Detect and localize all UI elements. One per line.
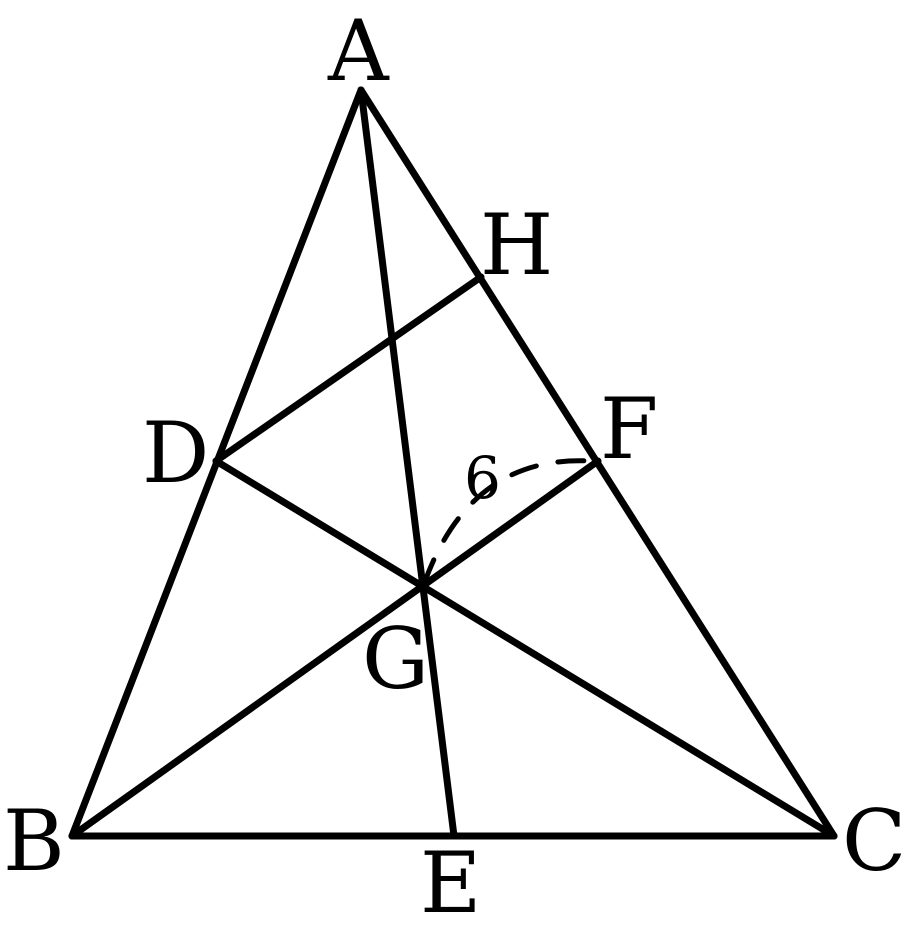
label-g: G [362, 610, 429, 708]
label-h: H [480, 196, 553, 294]
segment-ae [357, 86, 458, 840]
label-f: F [600, 380, 658, 478]
measure-arc-gf [421, 458, 593, 587]
label-e: E [420, 834, 481, 932]
segment-bf [68, 457, 602, 840]
segment-dh [212, 273, 485, 465]
label-d: D [142, 404, 209, 502]
label-a: A [327, 2, 390, 100]
segment-cd [212, 457, 838, 840]
label-b: B [3, 792, 65, 890]
measure-label: 6 [464, 444, 501, 512]
label-c: C [842, 792, 906, 890]
